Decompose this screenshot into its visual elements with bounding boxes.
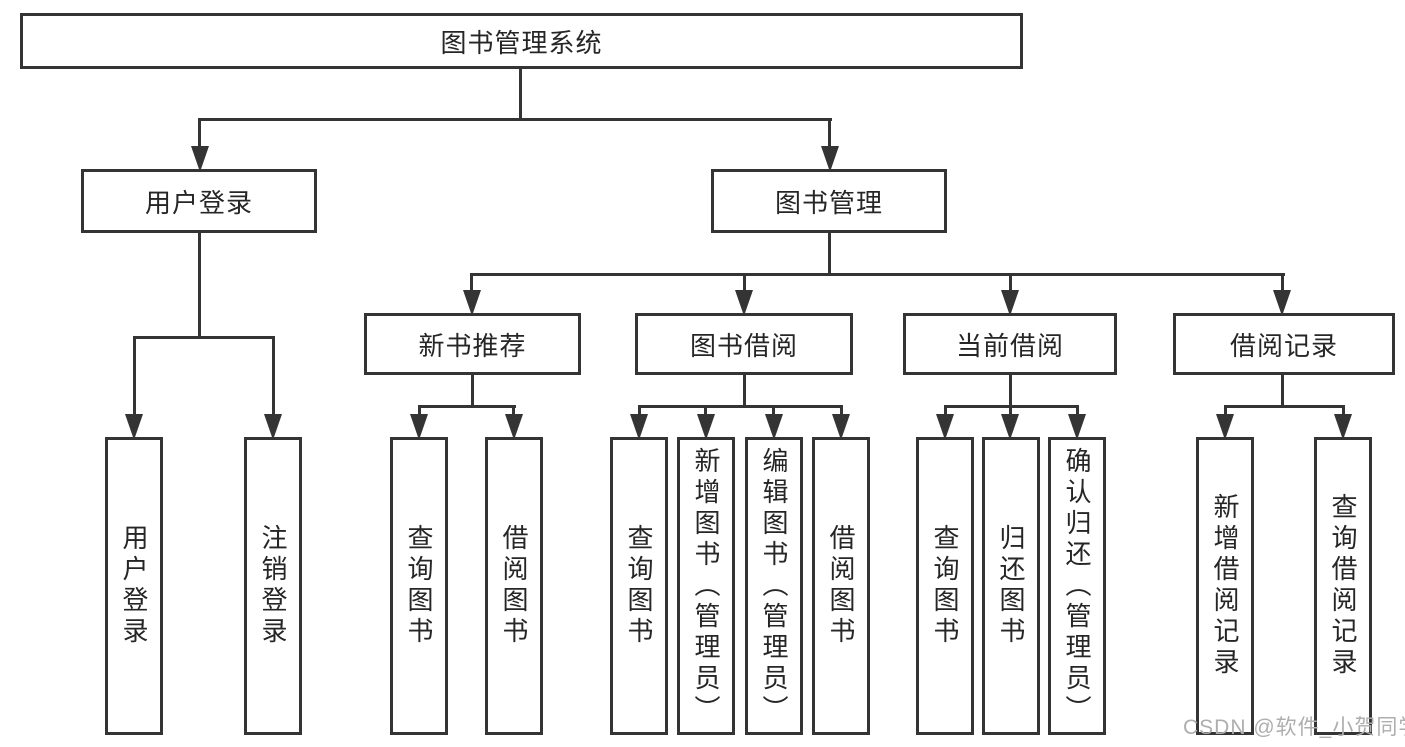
arrowhead-down-icon	[936, 414, 954, 440]
connector-line	[704, 405, 707, 421]
connector-line	[198, 118, 832, 121]
connector-line	[1224, 405, 1227, 421]
connector-line	[944, 405, 947, 421]
arrowhead-down-icon	[505, 414, 523, 440]
node-label: 新增图书（管理员）	[691, 446, 721, 726]
leaf-add-book-admin: 新增图书（管理员）	[677, 437, 735, 735]
connector-line	[133, 336, 275, 339]
connector-line	[470, 273, 1285, 276]
leaf-add-borrow-record: 新增借阅记录	[1196, 437, 1254, 735]
node-book-management: 图书管理	[711, 169, 947, 233]
arrowhead-down-icon	[125, 414, 143, 440]
node-label: 用户登录	[144, 187, 253, 218]
leaf-query-book-2: 查询图书	[610, 437, 668, 735]
arrowhead-down-icon	[1216, 414, 1234, 440]
connector-line	[638, 405, 843, 408]
arrowhead-down-icon	[735, 290, 753, 316]
node-label: 借阅记录	[1229, 330, 1338, 361]
connector-line	[638, 405, 641, 421]
connector-line	[1281, 273, 1284, 295]
arrowhead-down-icon	[765, 414, 783, 440]
leaf-borrow-book-2: 借阅图书	[812, 437, 870, 735]
arrowhead-down-icon	[264, 414, 282, 440]
connector-line	[470, 273, 473, 295]
arrowhead-down-icon	[697, 414, 715, 440]
node-label: 新书推荐	[418, 330, 527, 361]
connector-line	[828, 231, 831, 276]
connector-line	[1224, 405, 1344, 408]
leaf-borrow-book-1: 借阅图书	[485, 437, 543, 735]
node-label: 查询图书	[930, 524, 960, 648]
arrowhead-down-icon	[630, 414, 648, 440]
node-label: 用户登录	[119, 524, 149, 648]
node-root: 图书管理系统	[20, 13, 1023, 69]
connector-line	[1009, 374, 1012, 407]
arrowhead-down-icon	[1334, 414, 1352, 440]
arrowhead-down-icon	[191, 146, 209, 172]
connector-line	[512, 405, 515, 421]
leaf-query-borrow-record: 查询借阅记录	[1314, 437, 1372, 735]
arrowhead-down-icon	[463, 290, 481, 316]
node-label: 图书管理系统	[440, 27, 603, 58]
node-new-book-recommend: 新书推荐	[364, 313, 581, 375]
node-label: 查询借阅记录	[1328, 493, 1358, 679]
connector-line	[272, 336, 275, 418]
arrowhead-down-icon	[1001, 414, 1019, 440]
connector-line	[1009, 273, 1012, 295]
node-label: 查询图书	[624, 524, 654, 648]
connector-line	[519, 66, 522, 121]
connector-line	[418, 405, 516, 408]
node-user-login: 用户登录	[81, 169, 317, 233]
node-label: 当前借阅	[955, 330, 1064, 361]
leaf-return-book: 归还图书	[982, 437, 1040, 735]
node-label: 归还图书	[996, 524, 1026, 648]
node-label: 查询图书	[404, 524, 434, 648]
leaf-query-book-3: 查询图书	[916, 437, 974, 735]
arrowhead-down-icon	[832, 414, 850, 440]
connector-line	[1342, 405, 1345, 421]
connector-line	[418, 405, 421, 421]
connector-line	[840, 405, 843, 421]
connector-line	[828, 118, 831, 148]
node-current-borrow: 当前借阅	[903, 313, 1117, 375]
node-label: 图书借阅	[689, 330, 798, 361]
connector-line	[198, 232, 201, 338]
arrowhead-down-icon	[410, 414, 428, 440]
connector-line	[1281, 374, 1284, 407]
connector-line	[1076, 405, 1079, 421]
leaf-logout: 注销登录	[244, 437, 302, 735]
node-label: 借阅图书	[499, 524, 529, 648]
arrowhead-down-icon	[1273, 290, 1291, 316]
connector-line	[743, 374, 746, 407]
node-label: 确认归还（管理员）	[1062, 446, 1092, 726]
leaf-confirm-return-admin: 确认归还（管理员）	[1048, 437, 1106, 735]
node-label: 编辑图书（管理员）	[759, 446, 789, 726]
leaf-edit-book-admin: 编辑图书（管理员）	[745, 437, 803, 735]
node-borrow-record: 借阅记录	[1173, 313, 1395, 375]
connector-line	[772, 405, 775, 421]
arrowhead-down-icon	[1068, 414, 1086, 440]
arrowhead-down-icon	[821, 146, 839, 172]
connector-line	[471, 374, 474, 407]
connector-line	[133, 336, 136, 418]
node-label: 新增借阅记录	[1210, 493, 1240, 679]
watermark: CSDN @软件_小贺同学	[1183, 716, 1405, 739]
connector-line	[743, 273, 746, 295]
node-book-borrow: 图书借阅	[635, 313, 853, 375]
connector-line	[198, 118, 201, 148]
node-label: 图书管理	[774, 187, 883, 218]
node-label: 注销登录	[258, 524, 288, 648]
arrowhead-down-icon	[1001, 290, 1019, 316]
leaf-query-book-1: 查询图书	[390, 437, 448, 735]
leaf-user-login: 用户登录	[105, 437, 163, 735]
node-label: 借阅图书	[826, 524, 856, 648]
connector-line	[1009, 405, 1012, 421]
